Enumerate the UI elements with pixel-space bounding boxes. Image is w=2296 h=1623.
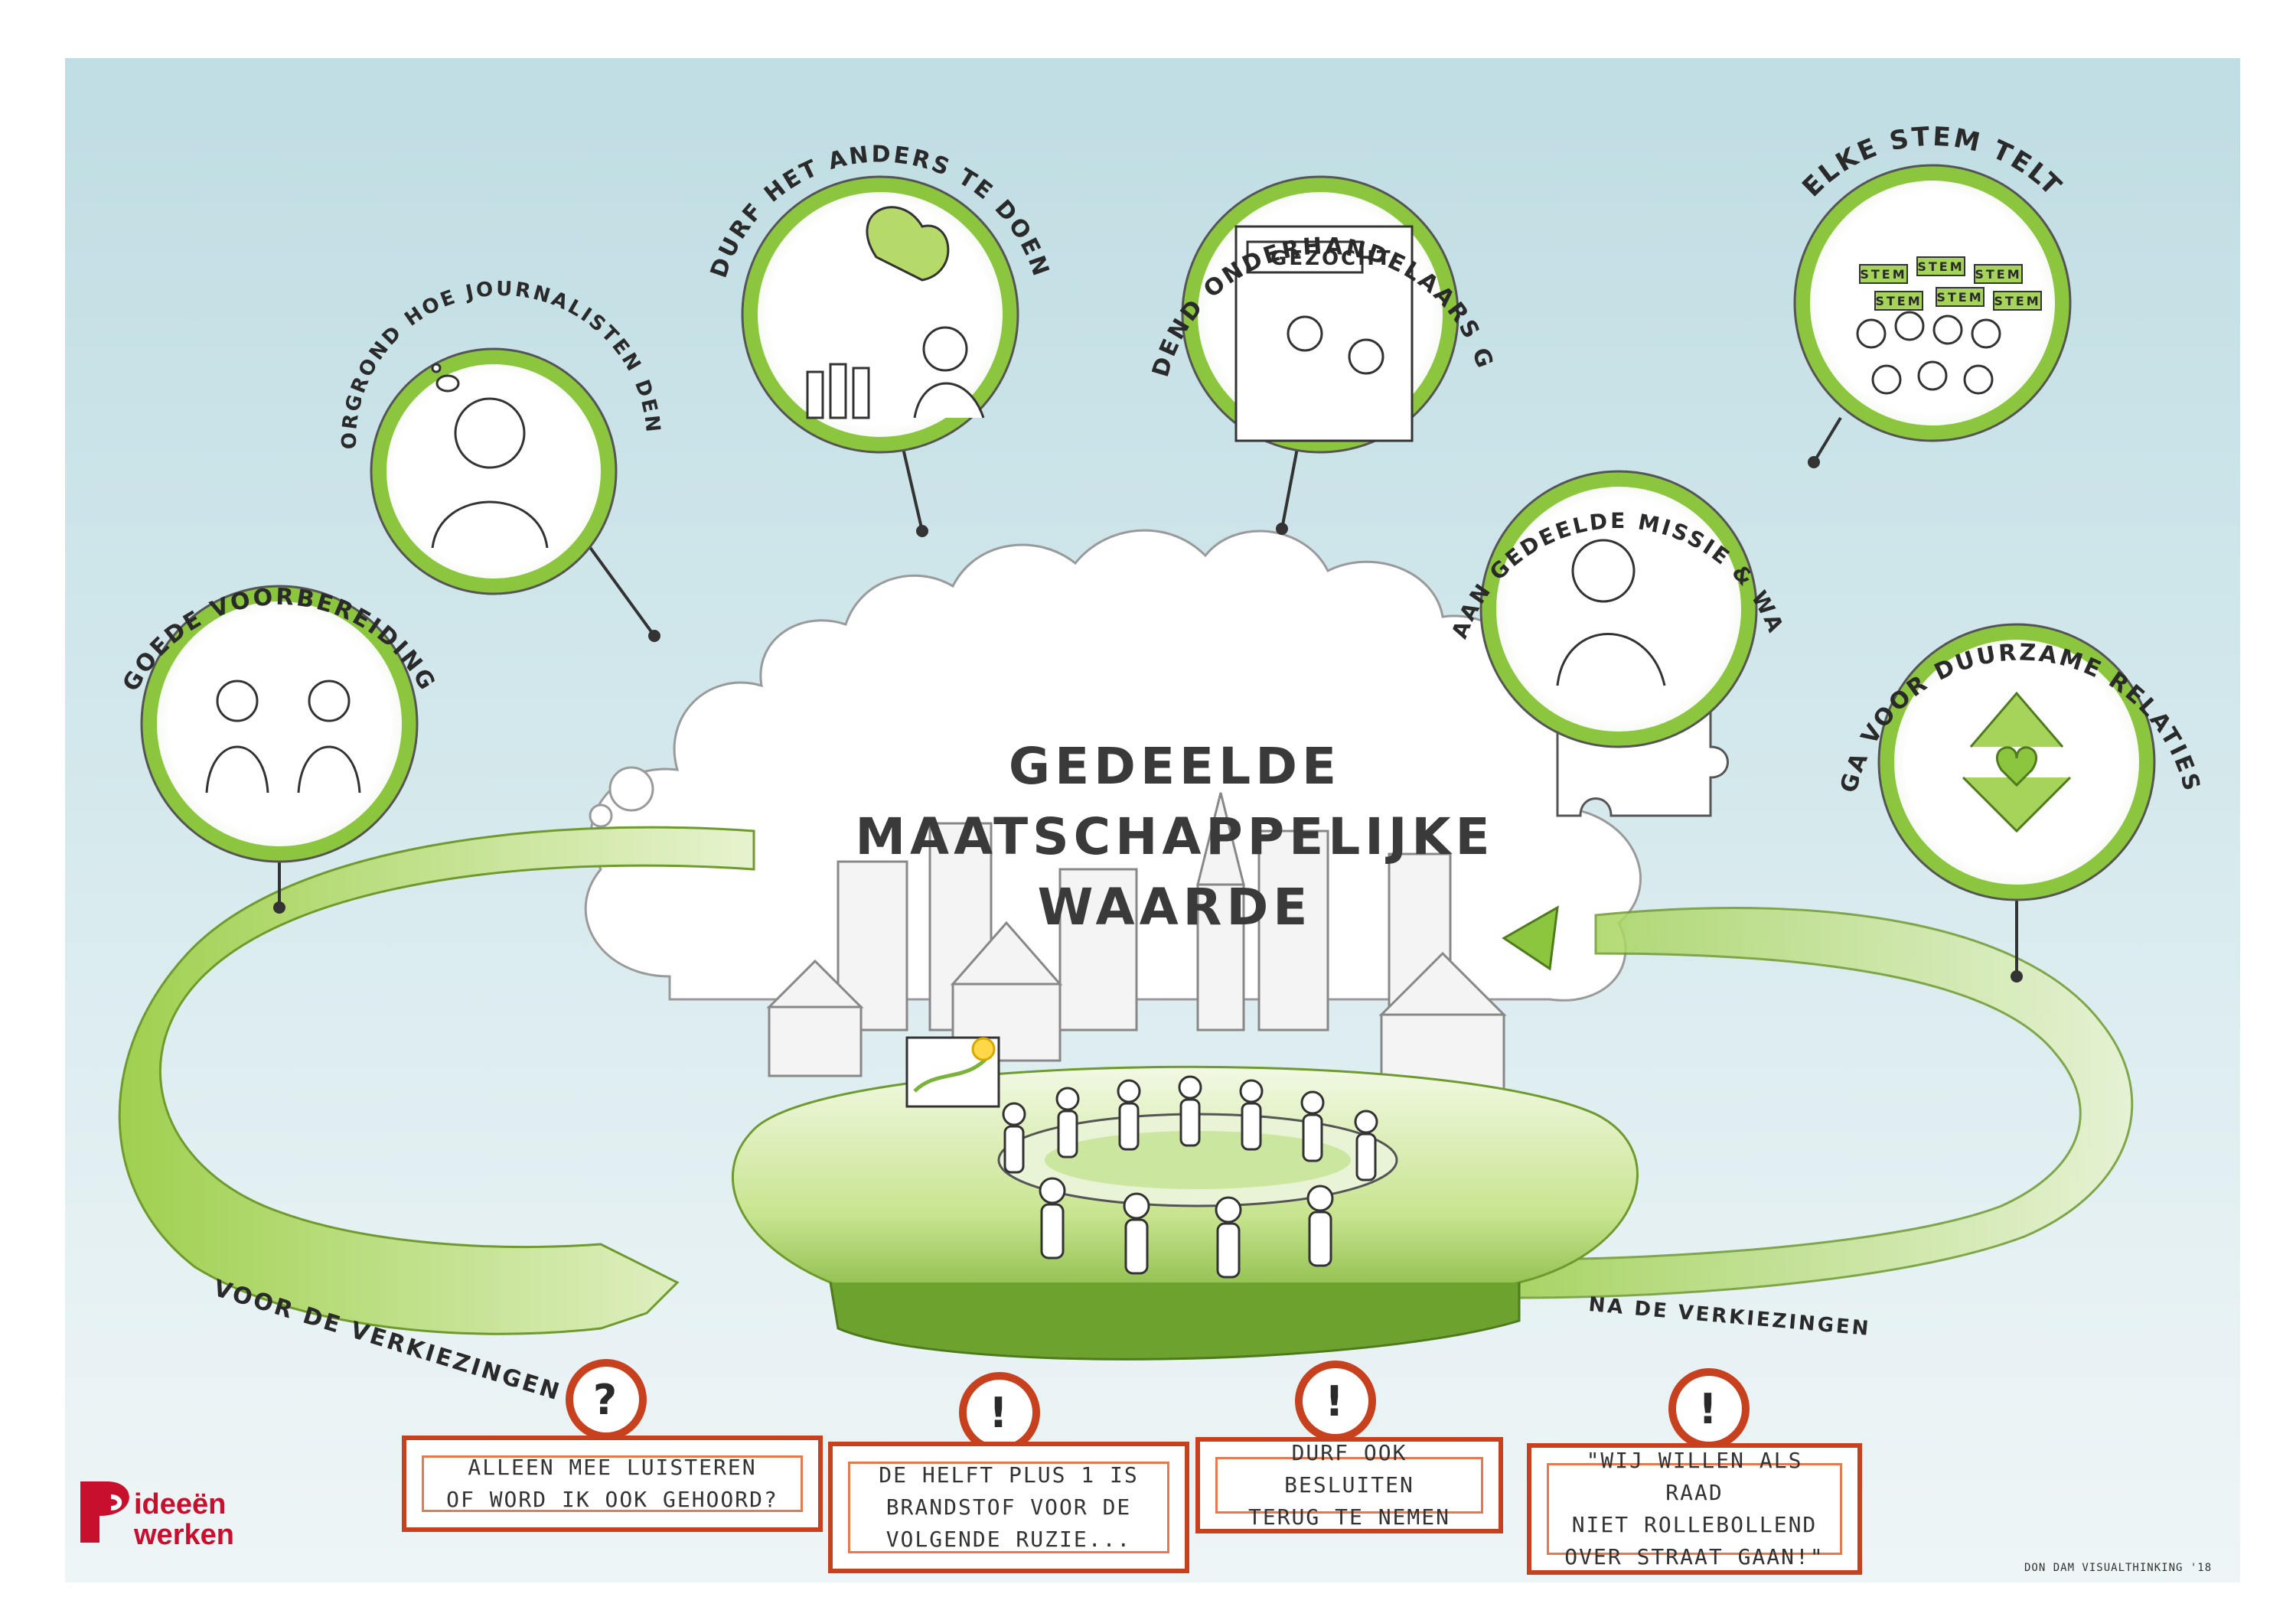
gezocht-sign-text: GEZOCHT bbox=[1270, 247, 1393, 270]
stem-sign-5: STEM bbox=[1936, 290, 1983, 305]
stem-sign-3: STEM bbox=[1975, 267, 2021, 282]
note-half-line1: DE HELFT PLUS 1 IS bbox=[879, 1462, 1139, 1488]
note-reverse-decisions: DURF OOK BESLUITEN TERUG TE NEMEN bbox=[1195, 1437, 1503, 1533]
illustration: STEM STEM STEM STEM STEM STEM GEZOCHT DO… bbox=[65, 58, 2203, 1543]
note-quote-line1: "WIJ WILLEN ALS RAAD bbox=[1586, 1448, 1803, 1505]
city-skyline bbox=[766, 792, 1507, 1093]
note-half-plus-one: DE HELFT PLUS 1 IS BRANDSTOF VOOR DE VOL… bbox=[828, 1442, 1189, 1573]
note-listen: ALLEEN MEE LUISTEREN OF WORD IK OOK GEHO… bbox=[402, 1436, 823, 1532]
stem-signs: STEM STEM STEM STEM STEM STEM bbox=[1859, 256, 2042, 311]
stem-sign-6: STEM bbox=[1994, 294, 2040, 308]
logo-line2: werken bbox=[134, 1519, 234, 1551]
note-reverse-line1: DURF OOK BESLUITEN bbox=[1284, 1440, 1414, 1498]
note-council-quote: "WIJ WILLEN ALS RAAD NIET ROLLEBOLLEND O… bbox=[1527, 1443, 1862, 1575]
logo-mark bbox=[80, 1481, 129, 1543]
note-listen-line2: OF WORD IK OOK GEHOORD? bbox=[446, 1487, 778, 1512]
artist-credit: DON DAM VISUALTHINKING '18 bbox=[2024, 1562, 2213, 1574]
central-island bbox=[732, 1065, 1639, 1361]
exclamation-icon: ! bbox=[1698, 1385, 1720, 1433]
note-reverse-line2: TERUG TE NEMEN bbox=[1247, 1504, 1450, 1530]
central-title-line2: MAATSCHAPPELIJKE WAARDE bbox=[855, 807, 1495, 937]
stem-sign-2: STEM bbox=[1917, 259, 1964, 274]
note-half-line3: VOLGENDE RUZIE... bbox=[885, 1527, 1132, 1552]
central-title: GEDEELDE MAATSCHAPPELIJKE WAARDE bbox=[739, 732, 1611, 943]
circle-drawings bbox=[205, 206, 2072, 833]
central-title-line1: GEDEELDE bbox=[1008, 737, 1342, 796]
poster-background: STEM STEM STEM STEM STEM STEM GEZOCHT DO… bbox=[65, 58, 2240, 1582]
exclamation-icon: ! bbox=[989, 1389, 1010, 1437]
people-group bbox=[905, 1036, 1378, 1279]
question-icon: ? bbox=[593, 1376, 619, 1424]
logo-text: ideeën werken bbox=[134, 1489, 234, 1550]
note-quote-line2: NIET ROLLEBOLLEND bbox=[1571, 1512, 1818, 1537]
stem-sign-4: STEM bbox=[1875, 294, 1922, 308]
exclamation-icon: ! bbox=[1325, 1377, 1346, 1426]
note-quote-line3: OVER STRAAT GAAN!" bbox=[1564, 1544, 1825, 1569]
stem-sign-1: STEM bbox=[1860, 267, 1906, 282]
note-half-line2: BRANDSTOF VOOR DE bbox=[885, 1494, 1132, 1520]
note-listen-line1: ALLEEN MEE LUISTEREN bbox=[468, 1455, 757, 1480]
logo-line1: ideeën bbox=[134, 1488, 227, 1520]
